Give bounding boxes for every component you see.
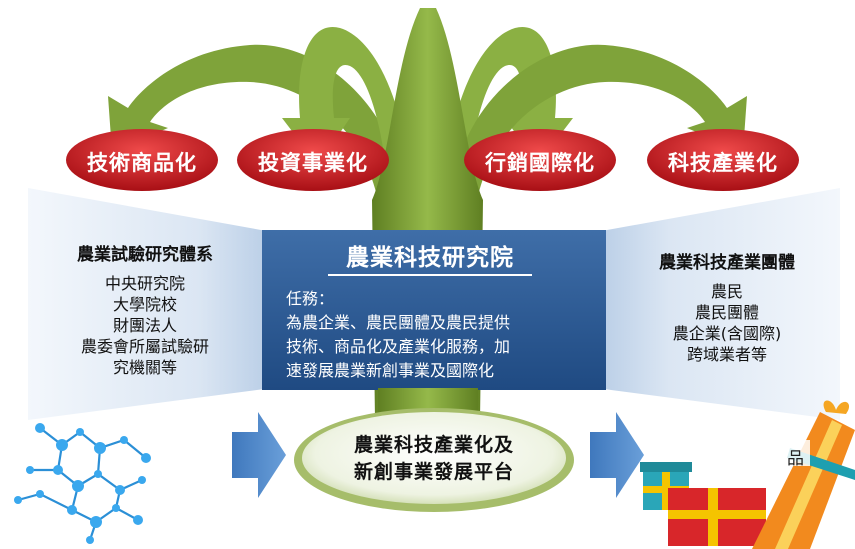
right-panel-item: 農民: [710, 282, 743, 301]
platform-label: 農業科技產業化及 新創事業發展平台: [300, 432, 568, 486]
pill-shape-1: [66, 129, 218, 191]
left-panel-item: 農委會所屬試驗研: [80, 337, 209, 356]
right-panel-item: 跨域業者等: [686, 345, 767, 364]
mission-line: 速發展農業新創事業及國際化: [286, 361, 495, 380]
pill-label-internationalization: 行銷國際化: [485, 151, 595, 175]
right-panel-item: 農民團體: [694, 303, 759, 322]
center-band: [262, 230, 606, 390]
left-wing: [28, 188, 272, 420]
left-panel-item: 中央研究院: [104, 274, 185, 293]
banner-shapes: [28, 188, 840, 420]
platform-oval: [302, 412, 566, 504]
center-title-underline: [328, 274, 532, 276]
right-panel-item: 農企業(含國際): [672, 324, 782, 343]
right-panel: 農業科技產業團體 農民 農民團體 農企業(含國際) 跨域業者等: [632, 248, 822, 365]
left-panel-item: 大學院校: [112, 295, 177, 314]
center-mission-text: 任務： 為農企業、農民團體及農民提供 技術、商品化及產業化服務，加 速發展農業新…: [286, 287, 586, 383]
flow-arrow-left: [232, 412, 286, 498]
gift-label: 品: [787, 449, 804, 469]
pill-label-commercialization: 技術商品化: [87, 151, 197, 175]
pill-shape-2: [237, 129, 389, 191]
gift-boxes-graphic: [640, 400, 855, 549]
left-panel-item: 究機關等: [112, 358, 177, 377]
pill-label-investment: 投資事業化: [258, 151, 368, 175]
mission-line: 技術、商品化及產業化服務，加: [286, 337, 511, 356]
platform-line: 新創事業發展平台: [353, 461, 514, 483]
mission-line: 為農企業、農民團體及農民提供: [286, 313, 511, 332]
molecule-nodes: [14, 423, 151, 544]
pill-shapes: [66, 129, 799, 191]
pill-label-industrialization: 科技產業化: [668, 151, 778, 175]
branch-arrow-4: [452, 44, 747, 200]
right-wing: [596, 188, 840, 420]
pill-shape-3: [464, 129, 616, 191]
platform-line: 農業科技產業化及: [353, 434, 514, 456]
mission-line: 任務：: [286, 289, 335, 308]
flow-arrow-right: [590, 412, 644, 498]
pill-shape-4: [647, 129, 799, 191]
left-panel-item: 財團法人: [112, 316, 177, 335]
left-panel: 農業試驗研究體系 中央研究院 大學院校 財團法人 農委會所屬試驗研 究機關等: [50, 240, 240, 378]
left-panel-heading: 農業試驗研究體系: [77, 245, 213, 265]
right-panel-heading: 農業科技產業團體: [659, 253, 795, 273]
center-panel-title: 農業科技研究院: [346, 245, 514, 271]
